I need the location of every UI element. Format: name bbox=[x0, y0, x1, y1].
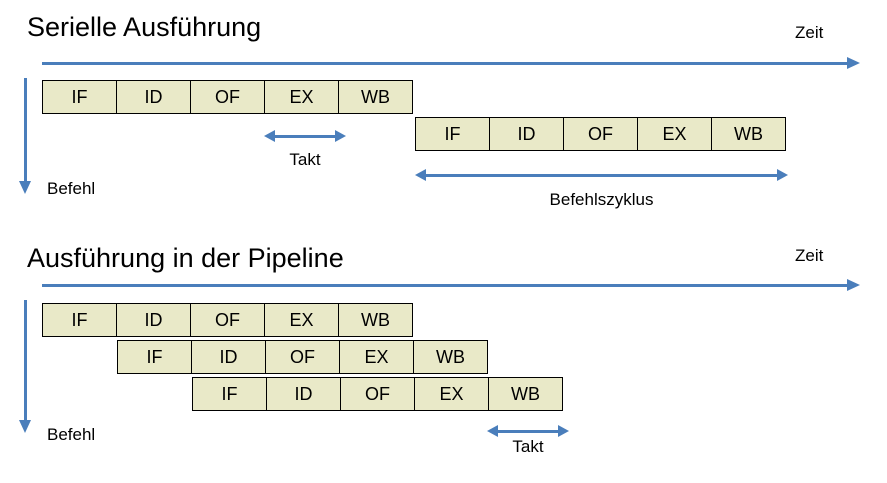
arrowhead-left-icon bbox=[415, 169, 426, 181]
arrowhead-right-icon bbox=[777, 169, 788, 181]
instruction-axis-arrowhead-icon bbox=[19, 420, 31, 433]
arrowhead-left-icon bbox=[264, 130, 275, 142]
stage-cell: WB bbox=[488, 377, 563, 411]
stage-cell: IF bbox=[42, 303, 117, 337]
time-axis-arrowhead-icon bbox=[847, 279, 860, 291]
time-axis-shaft bbox=[42, 62, 847, 65]
stage-cell: IF bbox=[192, 377, 267, 411]
stage-row: IF ID OF EX WB bbox=[42, 80, 413, 114]
stage-cell: ID bbox=[489, 117, 564, 151]
stage-cell: EX bbox=[264, 80, 339, 114]
arrowhead-left-icon bbox=[487, 425, 498, 437]
stage-cell: EX bbox=[637, 117, 712, 151]
instruction-axis-pipeline bbox=[19, 300, 33, 433]
stage-row: IF ID OF EX WB bbox=[117, 340, 488, 374]
stage-cell: IF bbox=[42, 80, 117, 114]
stage-cell: IF bbox=[415, 117, 490, 151]
dimension-shaft bbox=[273, 134, 337, 138]
instruction-axis-serial bbox=[19, 78, 33, 194]
stage-row: IF ID OF EX WB bbox=[415, 117, 786, 151]
instruction-axis-arrowhead-icon bbox=[19, 181, 31, 194]
time-axis-label-serial: Zeit bbox=[795, 23, 824, 42]
takt-label-pipeline: Takt bbox=[512, 437, 544, 456]
stage-cell: OF bbox=[190, 303, 265, 337]
arrowhead-right-icon bbox=[335, 130, 346, 142]
stage-cell: EX bbox=[414, 377, 489, 411]
time-axis-arrowhead-icon bbox=[847, 57, 860, 69]
stage-cell: OF bbox=[563, 117, 638, 151]
instruction-axis-shaft bbox=[24, 300, 27, 420]
stage-cell: ID bbox=[116, 303, 191, 337]
stage-cell: ID bbox=[266, 377, 341, 411]
time-axis-label-pipeline: Zeit bbox=[795, 246, 824, 265]
stage-cell: OF bbox=[190, 80, 265, 114]
time-axis-serial bbox=[42, 57, 887, 71]
stage-cell: WB bbox=[711, 117, 786, 151]
takt-dimension-arrow-serial bbox=[264, 130, 346, 142]
stage-cell: EX bbox=[264, 303, 339, 337]
instruction-axis-label-serial: Befehl bbox=[47, 179, 96, 198]
page-title-serial: Serielle Ausführung bbox=[27, 12, 262, 42]
time-axis-shaft bbox=[42, 284, 847, 287]
befehlszyklus-label: Befehlszyklus bbox=[549, 190, 654, 209]
takt-label-serial: Takt bbox=[289, 150, 321, 169]
stage-cell: WB bbox=[338, 80, 413, 114]
instruction-axis-shaft bbox=[24, 78, 27, 181]
stage-cell: WB bbox=[338, 303, 413, 337]
stage-row: IF ID OF EX WB bbox=[42, 303, 413, 337]
befehlszyklus-dimension-arrow bbox=[415, 169, 788, 181]
stage-cell: WB bbox=[413, 340, 488, 374]
instruction-axis-label-pipeline: Befehl bbox=[47, 425, 96, 444]
arrowhead-right-icon bbox=[558, 425, 569, 437]
stage-cell: OF bbox=[340, 377, 415, 411]
stage-cell: OF bbox=[265, 340, 340, 374]
takt-dimension-arrow-pipeline bbox=[487, 425, 569, 437]
stage-cell: IF bbox=[117, 340, 192, 374]
page-title-pipeline: Ausführung in der Pipeline bbox=[27, 243, 344, 273]
time-axis-pipeline bbox=[42, 279, 887, 293]
stage-cell: ID bbox=[191, 340, 266, 374]
dimension-shaft bbox=[424, 173, 779, 177]
dimension-shaft bbox=[496, 429, 560, 433]
stage-cell: EX bbox=[339, 340, 414, 374]
stage-cell: ID bbox=[116, 80, 191, 114]
stage-row: IF ID OF EX WB bbox=[192, 377, 563, 411]
